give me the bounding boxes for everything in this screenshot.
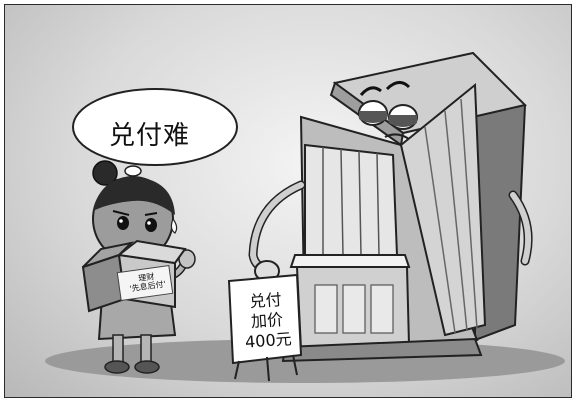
wealth-box <box>81 239 187 313</box>
sign-text: 兑付 加价 400元 <box>237 289 297 353</box>
speech-bubble-text: 兑付难 <box>109 121 191 151</box>
atm-character <box>248 51 533 363</box>
cartoon-scene <box>45 51 565 383</box>
speech-bubble <box>72 88 238 188</box>
sign-line3: 400元 <box>244 329 293 352</box>
price-sign <box>227 273 303 382</box>
illustration-frame: 兑付难 理财 '先息后付' 兑付 加价 400元 <box>4 4 572 398</box>
